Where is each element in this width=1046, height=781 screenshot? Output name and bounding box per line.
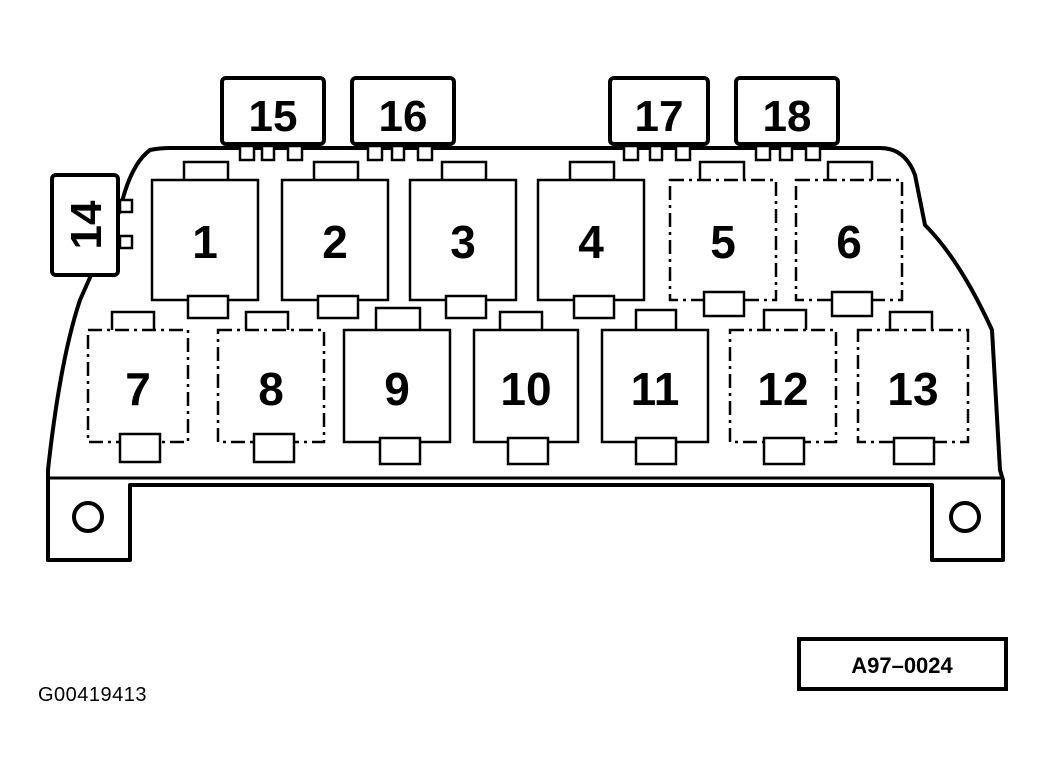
slot-7: 7 (86, 310, 190, 464)
slot-1: 1 (150, 160, 260, 320)
top-label-text: 18 (763, 92, 812, 141)
reference-code: A97–0024 (851, 653, 953, 678)
top-label-text: 15 (249, 92, 298, 141)
top-label-18: 18 (734, 76, 840, 146)
slot-13: 13 (856, 310, 970, 466)
slot-number: 9 (384, 363, 410, 415)
slot-number: 8 (258, 363, 284, 415)
side-connectors (118, 198, 134, 250)
slot-5: 5 (668, 160, 778, 318)
top-label-15: 15 (220, 76, 326, 146)
top-label-text: 16 (379, 92, 428, 141)
slot-number: 7 (125, 363, 151, 415)
slot-number: 1 (192, 216, 218, 268)
slot-8: 8 (216, 310, 326, 464)
side-label-text: 14 (62, 200, 111, 249)
slot-11: 11 (600, 308, 710, 466)
slot-12: 12 (728, 308, 838, 466)
slot-number: 12 (757, 363, 808, 415)
slot-6: 6 (794, 160, 904, 318)
slot-number: 4 (578, 216, 604, 268)
side-label-14: 14 (50, 173, 120, 277)
slot-number: 5 (710, 216, 736, 268)
slot-number: 2 (322, 216, 348, 268)
slot-number: 3 (450, 216, 476, 268)
slot-3: 3 (408, 160, 518, 320)
slot-9: 9 (342, 306, 452, 466)
mounting-hole-left (72, 501, 104, 533)
top-label-16: 16 (350, 76, 456, 146)
image-id-label: G00419413 (38, 684, 148, 706)
reference-code-box: A97–0024 (797, 637, 1008, 691)
top-label-17: 17 (608, 76, 710, 146)
slot-2: 2 (280, 160, 390, 320)
top-label-text: 17 (635, 92, 684, 141)
slot-number: 13 (887, 363, 938, 415)
mounting-hole-right (949, 501, 981, 533)
slot-number: 10 (500, 363, 551, 415)
slot-10: 10 (472, 310, 580, 466)
slot-number: 6 (836, 216, 862, 268)
slot-4: 4 (536, 160, 646, 320)
top-connectors (238, 144, 822, 162)
slot-number: 11 (631, 363, 680, 415)
